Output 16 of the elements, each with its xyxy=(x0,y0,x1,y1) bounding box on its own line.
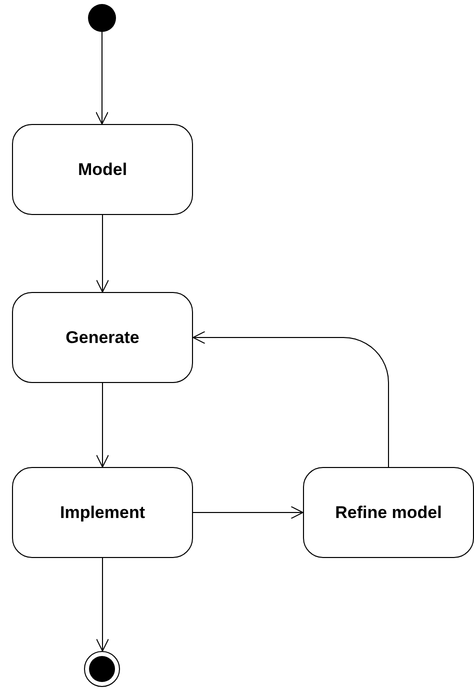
state-box xyxy=(303,467,474,558)
transition-arrow xyxy=(96,214,109,292)
transition-arrow xyxy=(96,32,108,124)
transition-arrow xyxy=(96,382,109,468)
transition-arrow xyxy=(192,331,389,468)
initial-state-dot xyxy=(88,4,116,32)
state-box xyxy=(12,292,193,383)
transition-arrow xyxy=(96,558,109,652)
transition-arrow xyxy=(192,506,304,519)
state-label: Generate xyxy=(66,328,140,348)
state-label: Refine model xyxy=(335,502,442,522)
state-label: Model xyxy=(78,160,128,180)
state-box xyxy=(12,467,193,558)
final-state-symbol xyxy=(84,651,120,687)
state-box xyxy=(12,124,193,215)
state-label: Implement xyxy=(60,502,146,522)
